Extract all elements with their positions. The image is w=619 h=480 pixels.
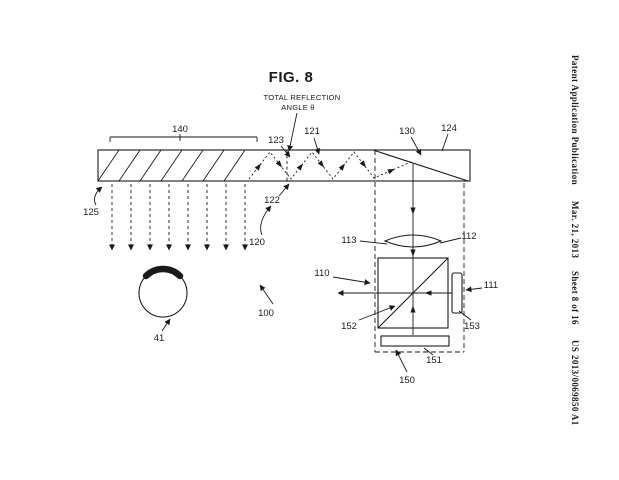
bracket-140 — [109, 134, 258, 142]
label-151: 151 — [426, 355, 442, 366]
label-122: 122 — [264, 195, 280, 206]
label-112: 112 — [461, 231, 476, 242]
margin-sheet: Sheet 8 of 16 — [570, 271, 580, 325]
page-margin-text: Patent Application Publication Mar. 21, … — [570, 55, 580, 426]
label-120: 120 — [249, 237, 265, 248]
label-113: 113 — [341, 235, 356, 246]
leader-150 — [395, 349, 408, 373]
leader-41 — [161, 318, 171, 332]
leader-130 — [410, 136, 422, 156]
label-121: 121 — [304, 126, 320, 137]
leader-113 — [359, 240, 388, 245]
label-140: 140 — [172, 124, 188, 135]
label-152: 152 — [341, 321, 357, 332]
leader-111 — [465, 286, 483, 293]
figure-title: FIG. 8 — [269, 69, 314, 86]
annotation-angle-theta: ANGLE θ — [281, 103, 314, 112]
label-123: 123 — [268, 135, 284, 146]
leader-122 — [278, 183, 290, 197]
leader-120 — [260, 205, 272, 236]
leader-112 — [439, 237, 462, 244]
leader-153 — [458, 310, 472, 321]
eye-icon — [138, 265, 188, 318]
leader-121 — [313, 137, 321, 155]
output-ray-arrows — [109, 184, 248, 251]
margin-date: Mar. 21, 2013 — [570, 201, 580, 258]
label-125: 125 — [83, 207, 99, 218]
leader-125 — [93, 186, 103, 206]
label-150: 150 — [399, 375, 415, 386]
annotation-total-reflection: TOTAL REFLECTION — [264, 93, 341, 102]
label-124: 124 — [441, 123, 457, 134]
leader-100 — [259, 284, 274, 305]
tir-ray-zigzag — [248, 151, 412, 180]
annotation-leader-line — [287, 112, 298, 152]
label-153: 153 — [464, 321, 480, 332]
margin-publication: Patent Application Publication — [570, 55, 580, 185]
leader-123 — [280, 145, 291, 158]
light-guide-bar — [97, 149, 471, 182]
unit-dashed-box — [374, 150, 465, 353]
label-130: 130 — [399, 126, 415, 137]
margin-patent-number: US 2013/0069850 A1 — [570, 340, 580, 426]
reference-labels: 140 125 123 121 122 120 130 124 100 41 1… — [83, 123, 498, 386]
optical-axis-rays — [337, 164, 452, 335]
reflector-plate — [451, 272, 463, 314]
label-100: 100 — [258, 308, 274, 319]
label-111: 111 — [484, 280, 498, 291]
hatch-region — [97, 149, 246, 182]
leader-152 — [358, 305, 396, 321]
lens-element — [383, 234, 443, 248]
label-41: 41 — [154, 333, 165, 344]
display-panel — [380, 335, 450, 347]
mirror-diagonal-surface — [372, 149, 469, 182]
leader-151 — [423, 347, 434, 356]
leader-110 — [332, 276, 371, 286]
leader-124 — [441, 133, 449, 152]
label-110: 110 — [314, 268, 329, 279]
